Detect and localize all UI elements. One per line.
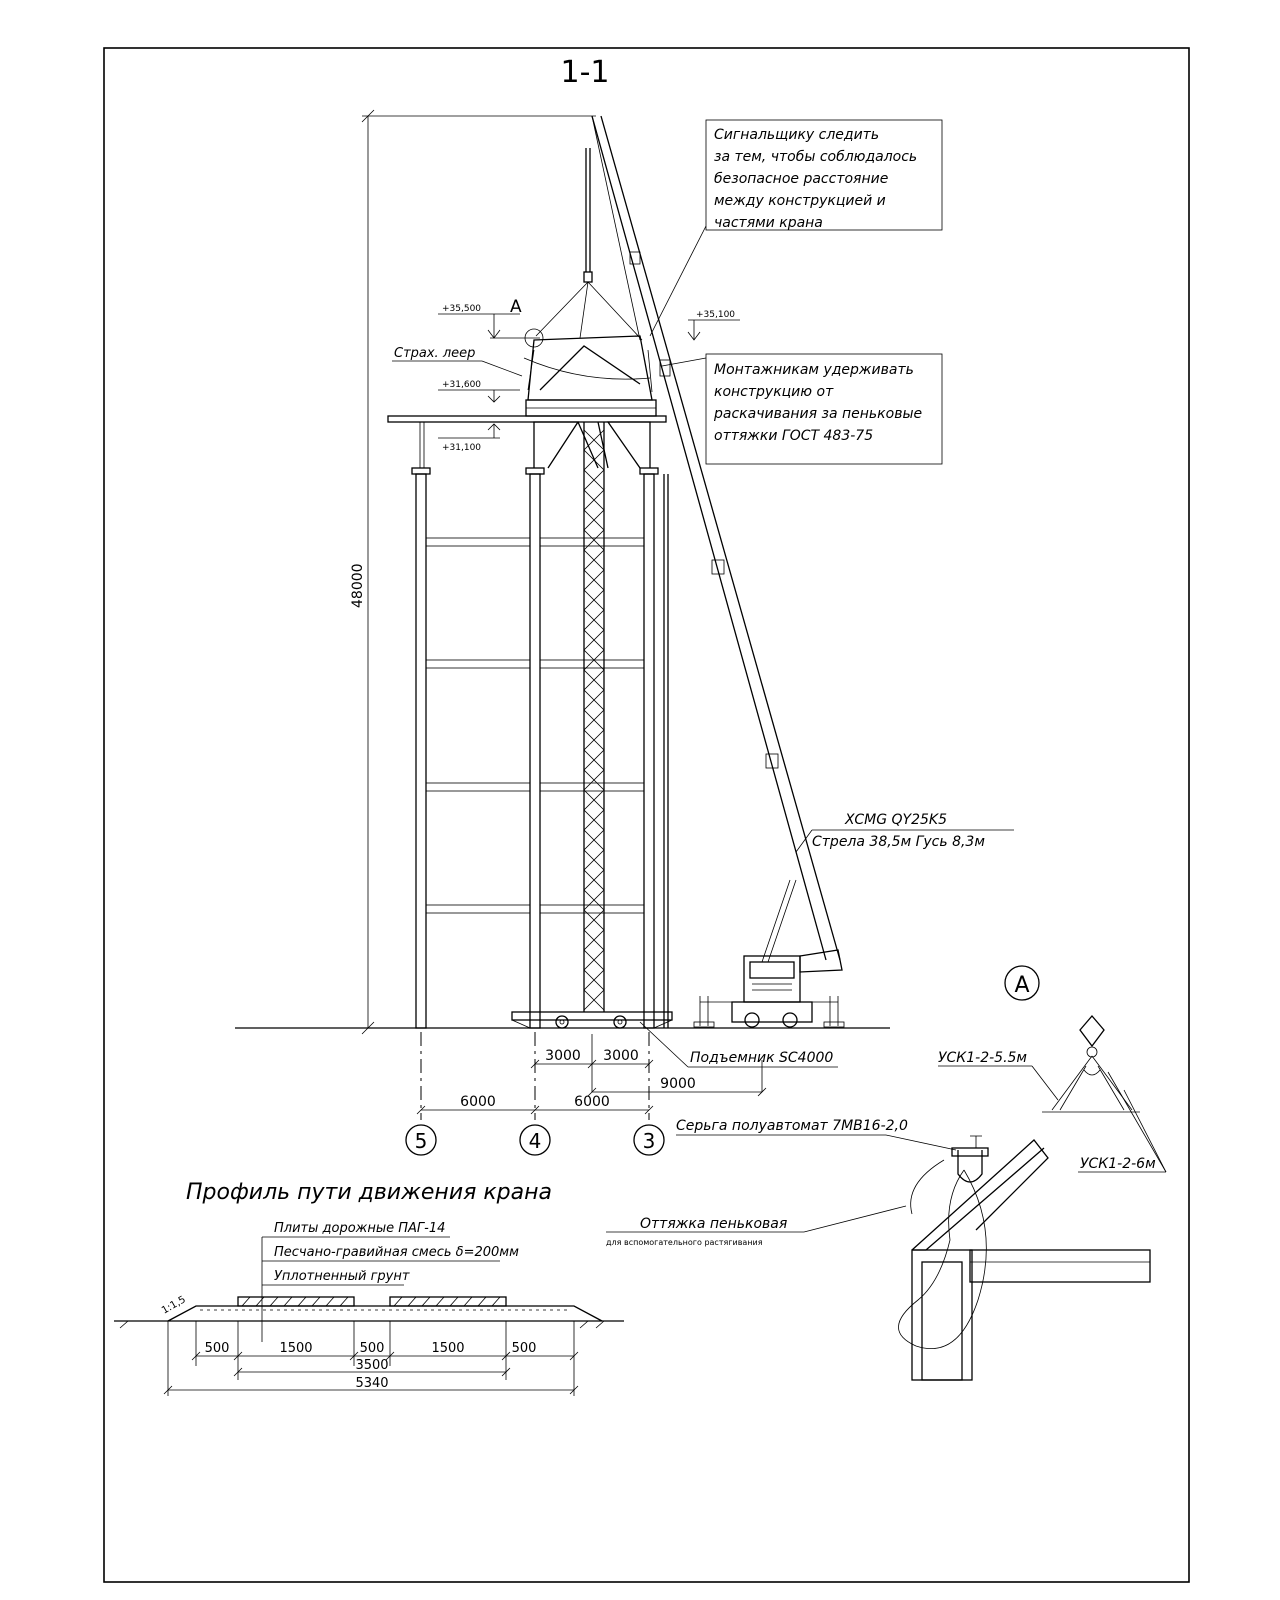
note-installers: Монтажникам удерживать конструкцию от ра… [661,353,943,465]
svg-text:Подъемник SC4000: Подъемник SC4000 [690,1050,833,1066]
axis-5: 5 [415,1129,428,1153]
road-profile: Профиль пути движения крана Плиты дорожн… [114,1180,624,1396]
crane-label: XCMG QY25K5 Стрела 38,5м Гусь 8,3м [795,812,1014,853]
dim-3000-b: 3000 [603,1048,639,1064]
section-title: 1-1 [561,55,610,90]
layer-label-3: Уплотненный грунт [274,1269,410,1284]
axis-dimensions: 3000 3000 9000 6000 6000 [416,1032,767,1120]
building-frame [387,415,673,1029]
dim-6000-b: 6000 [574,1094,610,1110]
elevation-top-left: +35,500 [442,304,481,314]
lifted-structure [523,148,657,417]
profile-dim-4: 1500 [431,1341,464,1356]
sling-label-2: УСК1-2-6м [1080,1156,1156,1172]
elevation-low: +31,100 [442,443,481,453]
dim-3000-a: 3000 [545,1048,581,1064]
note-signalman: Сигнальщику следить за тем, чтобы соблюд… [649,119,943,337]
axis-bubbles: 5 4 3 [405,1124,665,1156]
profile-title: Профиль пути движения крана [186,1180,552,1205]
svg-text:Сигнальщику следить: Сигнальщику следить [714,127,879,143]
dim-6000-a: 6000 [460,1094,496,1110]
profile-dim-3: 500 [360,1341,385,1356]
hemp-guy-label: Оттяжка пеньковая [640,1216,787,1232]
layer-label-1: Плиты дорожные ПАГ-14 [274,1221,445,1236]
hemp-guy-sublabel: для вспомогательного растягивания [606,1238,763,1247]
node-a-marker: А [510,297,522,317]
svg-text:частями крана: частями крана [714,215,823,231]
svg-text:конструкцию от: конструкцию от [714,384,834,400]
axis-3: 3 [643,1129,656,1153]
elevation-marks: +35,500 +35,100 +31,600 +31,100 [438,304,740,453]
axis-4: 4 [529,1129,542,1153]
svg-text:раскачивания за пеньковые: раскачивания за пеньковые [713,406,922,422]
elevation-top-right: +35,100 [696,310,735,320]
svg-text:безопасное расстояние: безопасное расстояние [714,171,888,187]
svg-text:за тем, чтобы соблюдалось: за тем, чтобы соблюдалось [714,149,917,165]
svg-text:Стрела 38,5м Гусь 8,3м: Стрела 38,5м Гусь 8,3м [812,834,985,850]
svg-text:оттяжки ГОСТ 483-75: оттяжки ГОСТ 483-75 [714,428,873,444]
profile-dim-5: 500 [512,1341,537,1356]
profile-dim-2: 1500 [279,1341,312,1356]
height-48000: 48000 [350,563,366,608]
lift-label: Подъемник SC4000 [639,1021,838,1068]
profile-total-3500: 3500 [355,1358,388,1373]
svg-text:Монтажникам удерживать: Монтажникам удерживать [714,362,914,378]
elevation-mid: +31,600 [442,380,481,390]
profile-total-5340: 5340 [355,1376,388,1391]
node-a-title: А [1014,973,1029,998]
guard-rail-label: Страх. леер [394,346,475,361]
svg-text:XCMG QY25K5: XCMG QY25K5 [844,812,947,828]
sheet-frame [103,47,1190,1583]
profile-dim-1: 500 [205,1341,230,1356]
mobile-crane [591,115,845,1028]
shackle-label: Серьга полуавтомат 7МВ16-2,0 [676,1118,908,1134]
node-a-detail: А УСК1-2-5.5м УСК1-2-6м Серьга полуавтом… [606,965,1167,1381]
layer-label-2: Песчано-гравийная смесь δ=200мм [274,1245,519,1260]
height-dimension: 48000 [350,109,596,1035]
svg-text:между конструкцией и: между конструкцией и [714,193,886,209]
sling-label-1: УСК1-2-5.5м [938,1050,1027,1066]
dim-9000: 9000 [660,1076,696,1092]
